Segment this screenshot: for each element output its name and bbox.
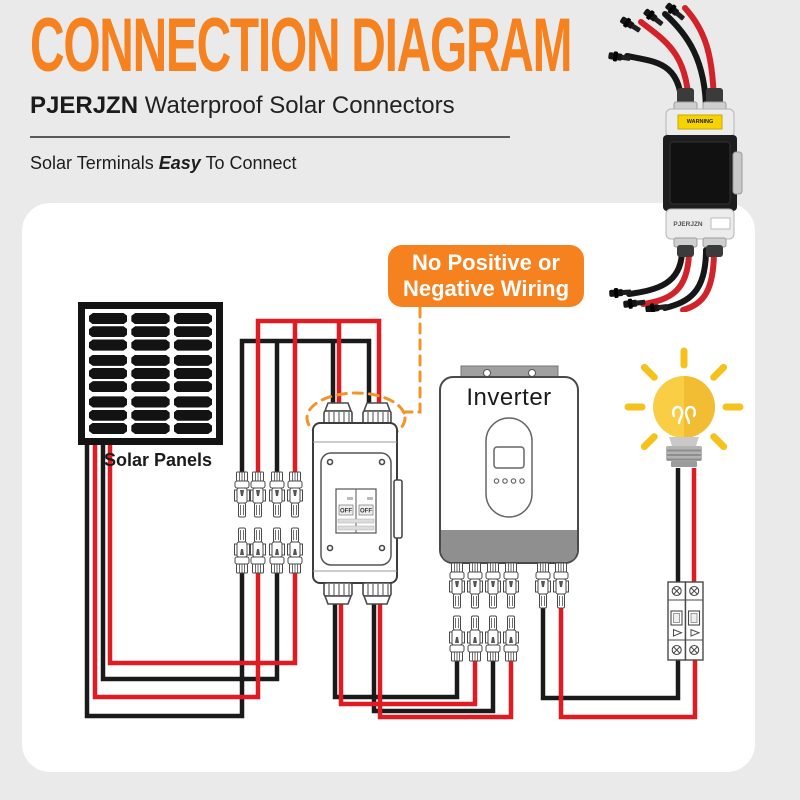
solar-panels-label: Solar Panels <box>104 450 213 470</box>
subtitle-row: PJERJZN Waterproof Solar Connectors <box>30 92 455 120</box>
tagline-emphasis: Easy <box>158 153 201 173</box>
solar-cell <box>131 396 170 434</box>
solar-cell <box>173 354 212 393</box>
solar-panel <box>78 302 223 445</box>
tagline: Solar Terminals Easy To Connect <box>30 153 297 174</box>
page-title: CONNECTION DIAGRAM <box>30 3 572 88</box>
solar-cell <box>89 354 128 393</box>
header-divider <box>30 136 510 138</box>
solar-panel-grid <box>89 313 212 434</box>
mc4-connector <box>607 50 631 64</box>
tagline-pre: Solar Terminals <box>30 153 159 173</box>
tagline-post: To Connect <box>200 153 297 173</box>
solar-cell <box>89 313 128 351</box>
mc4-connector <box>618 14 643 35</box>
brand-name: PJERJZN <box>30 92 139 119</box>
solar-cell <box>131 313 170 351</box>
inverter-label: Inverter <box>466 384 552 411</box>
callout-line2: Negative Wiring <box>402 276 570 301</box>
solar-cell <box>173 313 212 351</box>
mc4-connector <box>641 6 666 29</box>
solar-cell <box>173 396 212 434</box>
photo-warning-label <box>677 114 723 130</box>
callout-line1: No Positive or <box>412 250 560 276</box>
callout-box: No Positive or Negative Wiring <box>388 245 584 307</box>
mc4-connector <box>663 0 687 23</box>
solar-cell <box>131 354 170 393</box>
solar-cell <box>89 396 128 434</box>
subtitle: Waterproof Solar Connectors <box>138 92 455 119</box>
photo-cables-top <box>607 0 717 115</box>
photo-warning-text: WARNING <box>687 119 714 125</box>
